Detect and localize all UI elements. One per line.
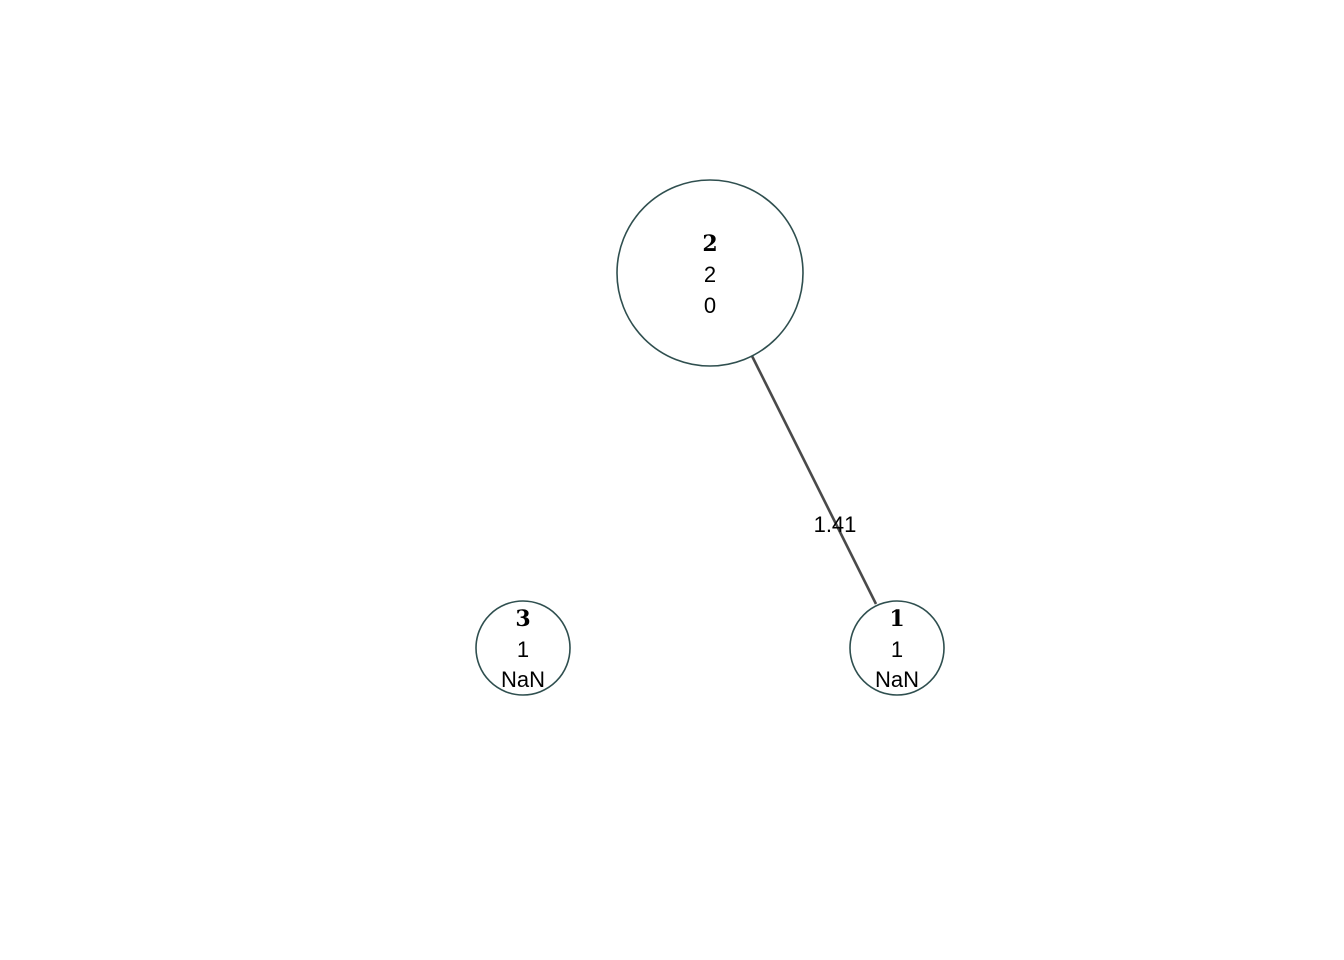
edge-weight-label: 1.41	[814, 512, 857, 537]
node-value-label: 1	[517, 637, 529, 662]
node-id-label: 3	[515, 606, 530, 632]
node-circle	[849, 600, 945, 696]
edge-line	[750, 355, 878, 605]
edge-2-1: 1.41	[750, 355, 878, 605]
node-value-label: NaN	[875, 667, 919, 692]
node-value-label: NaN	[501, 667, 545, 692]
node-circle	[616, 179, 804, 367]
node-value-label: 0	[704, 293, 716, 318]
node-id-label: 2	[702, 231, 717, 257]
node-value-label: 2	[704, 262, 716, 287]
node-3[interactable]: 3 1 NaN	[475, 600, 571, 696]
node-id-label: 1	[889, 606, 904, 632]
node-2[interactable]: 2 2 0	[616, 179, 804, 367]
node-value-label: 1	[891, 637, 903, 662]
node-circle	[475, 600, 571, 696]
node-1[interactable]: 1 1 NaN	[849, 600, 945, 696]
